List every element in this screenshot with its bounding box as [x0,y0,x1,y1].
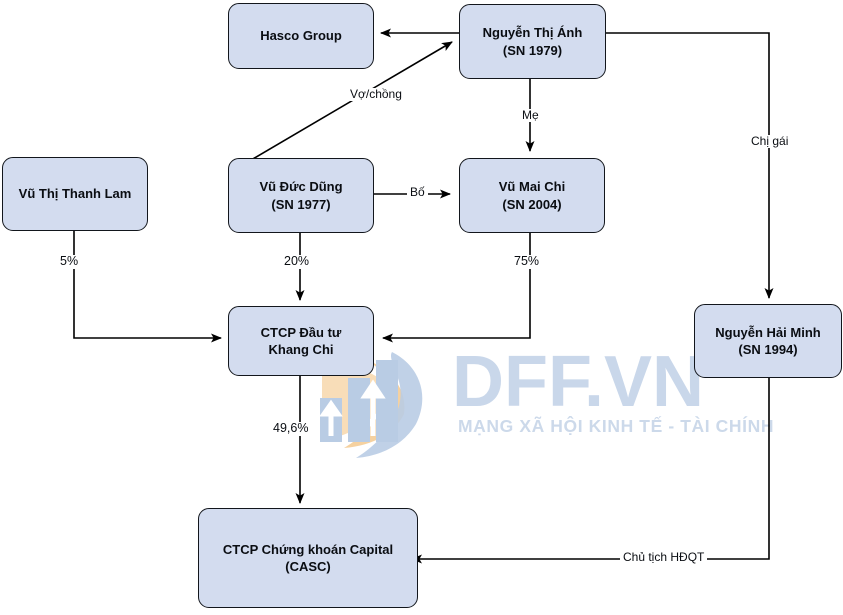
node-vu-duc-dung-line-2: (SN 1977) [271,196,331,212]
node-khang-chi-line-1: CTCP Đầu tư [260,324,342,340]
edge-maichi-khangchi [382,232,531,343]
node-casc-line-2: (CASC) [285,559,331,574]
node-nguyen-thi-anh[interactable]: Nguyễn Thị Ánh (SN 1979) [459,4,606,79]
edge-label-bo: Bố [407,185,428,200]
node-khang-chi-line-2: Khang Chi [268,342,334,357]
edge-label-chi-gai: Chị gái [748,134,792,149]
node-nguyen-hai-minh-line-2: (SN 1994) [738,342,798,357]
edge-label-20-percent: 20% [281,254,313,269]
node-nguyen-hai-minh[interactable]: Nguyễn Hải Minh (SN 1994) [694,304,842,378]
edge-haiminh-casc [411,377,770,564]
edge-lam-khangchi [73,230,222,343]
watermark-arrow-1 [319,399,343,436]
node-ctcp-chung-khoan-capital[interactable]: CTCP Chứng khoán Capital (CASC) [198,508,418,608]
node-vu-mai-chi-line-2: (SN 2004) [502,196,562,212]
node-hasco-group-line-1: Hasco Group [260,28,342,44]
node-ctcp-dau-tu-khang-chi[interactable]: CTCP Đầu tư Khang Chi [228,306,374,376]
watermark-arrow-2 [360,379,386,436]
node-vu-mai-chi-line-1: Vũ Mai Chi [498,179,566,195]
node-vu-mai-chi[interactable]: Vũ Mai Chi (SN 2004) [459,158,605,233]
node-vu-thi-thanh-lam[interactable]: Vũ Thị Thanh Lam [2,157,148,231]
watermark-bar-3 [376,360,398,442]
watermark-tagline: MẠNG XÃ HỘI KINH TẾ - TÀI CHÍNH [458,415,774,436]
edge-label-me: Mẹ [519,108,542,123]
node-nguyen-hai-minh-line-1: Nguyễn Hải Minh [715,324,821,340]
node-vu-thi-thanh-lam-line-1: Vũ Thị Thanh Lam [18,186,132,202]
watermark-bar-1 [320,398,342,442]
edge-label-vo-chong: Vợ/chồng [347,87,405,102]
watermark-bar-2 [348,378,370,442]
edge-label-5-percent: 5% [57,254,82,269]
node-casc-line-1: CTCP Chứng khoán Capital [222,541,394,557]
node-vu-duc-dung-line-1: Vũ Đức Dũng [259,179,343,195]
node-hasco-group[interactable]: Hasco Group [228,3,374,69]
watermark-swoosh-orange [322,368,392,440]
node-vu-duc-dung[interactable]: Vũ Đức Dũng (SN 1977) [228,158,374,233]
watermark-brand: DFF.VN [452,342,704,422]
edge-label-49-6-percent: 49,6% [270,421,312,436]
edge-label-chu-tich-hdqt: Chủ tịch HĐQT [620,550,708,565]
node-nguyen-thi-anh-line-1: Nguyễn Thị Ánh [482,25,583,41]
edge-anh-haiminh [605,32,774,299]
node-nguyen-thi-anh-line-2: (SN 1979) [502,42,563,58]
edge-label-75-percent: 75% [511,254,543,269]
